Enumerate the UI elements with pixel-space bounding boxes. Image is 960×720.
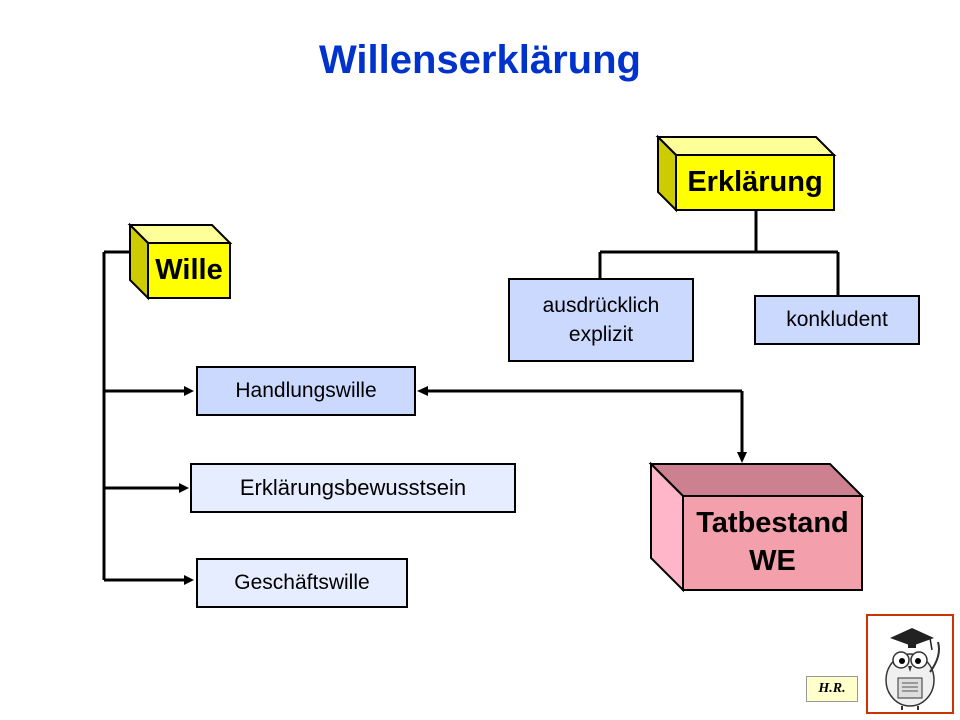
erklaerungsbewusstsein-box: Erklärungsbewusstsein — [190, 463, 516, 513]
ausdruecklich-line2: explizit — [568, 323, 634, 346]
tatbestand-line2: WE — [749, 545, 796, 577]
geschaeftswille-box: Geschäftswille — [196, 558, 408, 608]
tatbestand-label: Tatbestand WE — [683, 496, 862, 590]
ausdruecklich-box: ausdrücklich explizit — [508, 278, 694, 362]
wille-bracket — [102, 250, 130, 580]
konkludent-box: konkludent — [754, 295, 920, 345]
erklaerung-label: Erklärung — [687, 166, 823, 198]
owl-professor-icon — [866, 614, 954, 714]
tatbestand-box — [648, 461, 865, 593]
ausdruecklich-line1: ausdrücklich — [542, 293, 660, 317]
handlungswille-box: Handlungswille — [196, 366, 416, 416]
erklaerung-connectors — [598, 210, 840, 295]
page-title: Willenserklärung — [319, 38, 641, 82]
wille-label: Wille — [155, 254, 223, 286]
handlungswille-tatbestand-arrow — [417, 386, 747, 463]
wille-box — [127, 222, 233, 301]
bracket-arrows — [104, 386, 194, 585]
tatbestand-line1: Tatbestand — [696, 507, 849, 540]
author-signature: H.R. — [806, 676, 858, 702]
